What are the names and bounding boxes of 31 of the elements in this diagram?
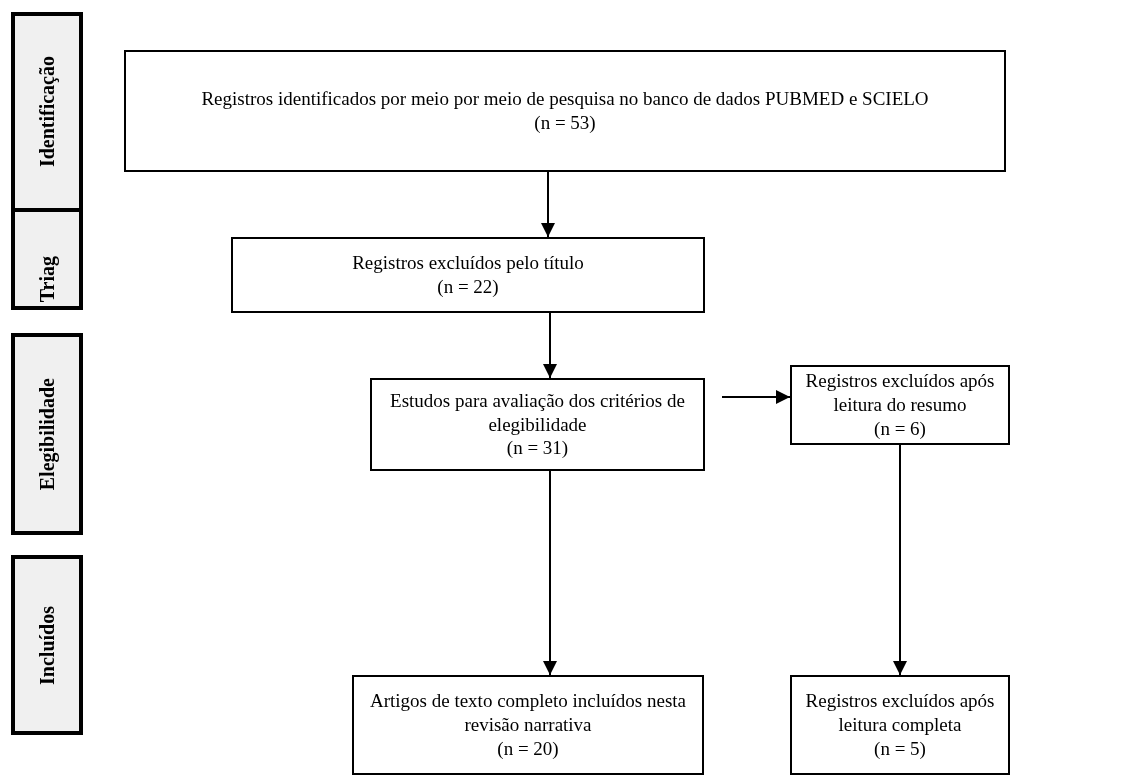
count-text: (n = 5)	[874, 736, 926, 761]
count-text: Registros identificados por meio por meio de pesquisa no banco de dados PUBMED e SCIELO	[201, 87, 929, 111]
count-text: (n = 22)	[437, 275, 499, 299]
arrow	[543, 312, 557, 379]
stage-label: Incluídos	[34, 605, 59, 685]
process-box	[124, 50, 1006, 172]
process-box	[370, 378, 705, 471]
arrow	[541, 171, 555, 238]
count-text: (n = 20)	[497, 736, 559, 761]
stage-label: Identificação	[34, 56, 59, 168]
stage-label: Triag	[34, 255, 59, 302]
process-box	[231, 237, 705, 313]
stage-label-bar	[11, 555, 83, 735]
arrow	[721, 390, 791, 404]
arrow	[893, 444, 907, 676]
count-text: Estudos para avaliação dos critérios de elegibilidade	[389, 388, 686, 437]
count-text: Registros excluídos pelo título	[352, 251, 584, 275]
stage-label: Elegibilidade	[34, 377, 59, 491]
process-box	[790, 675, 1010, 775]
stage-label-bar	[11, 212, 83, 310]
arrow	[543, 470, 557, 676]
process-box	[352, 675, 704, 775]
count-text: (n = 6)	[874, 416, 926, 441]
count-text: Registros excluídos após leitura completa	[804, 689, 996, 737]
stage-label-bar	[11, 12, 83, 212]
count-text: (n = 53)	[534, 111, 596, 135]
process-box	[790, 365, 1010, 445]
stage-label-bar	[11, 333, 83, 535]
count-text: Artigos de texto completo incluídos nesta revisão narrativa	[368, 689, 688, 737]
count-text: Registros excluídos após leitura do resumo	[804, 369, 996, 417]
count-text: (n = 31)	[506, 436, 569, 461]
